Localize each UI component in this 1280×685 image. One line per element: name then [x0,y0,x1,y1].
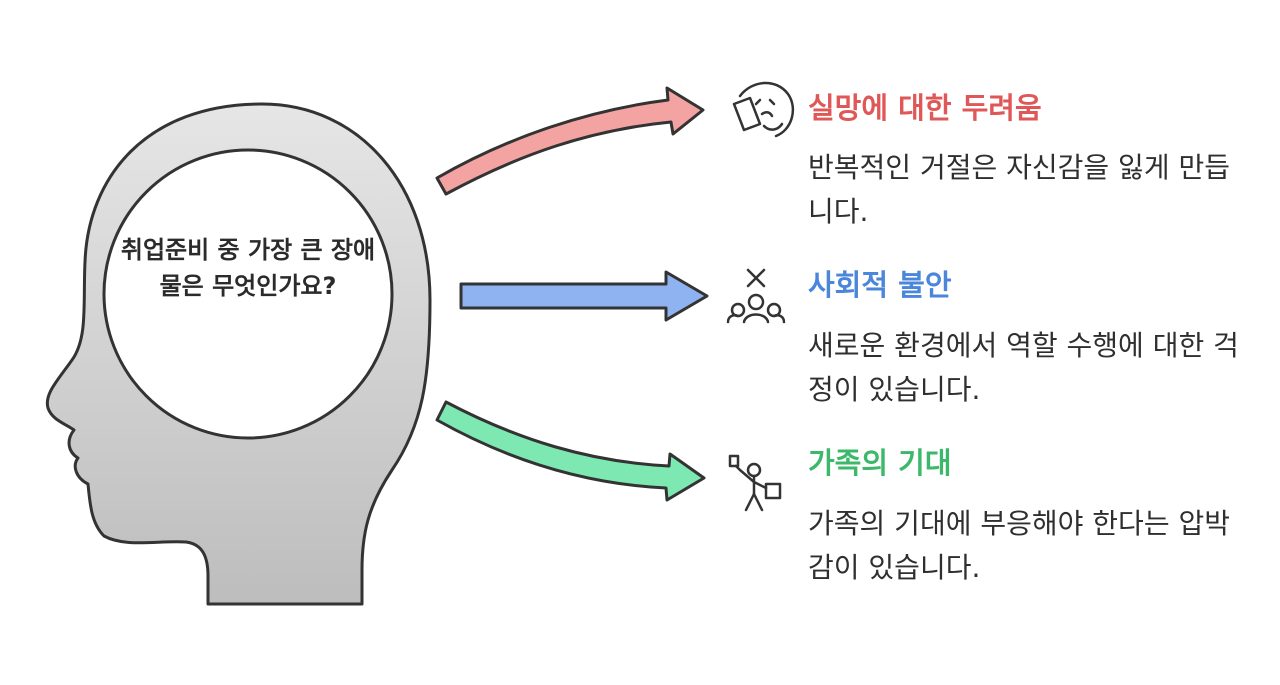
arrow-fear-of-failure [435,86,705,196]
arrow-family-expectation [435,400,706,502]
desc-family-expectation: 가족의 기대에 부응해야 한다는 압박감이 있습니다. [808,507,1231,584]
arrow-social-anxiety [459,270,709,322]
desc-social-anxiety: 새로운 환경에서 역할 수행에 대한 걱정이 있습니다. [808,329,1239,406]
sad-face-icon [732,81,795,138]
desc-fear-of-failure: 반복적인 거절은 자신감을 잃게 만듭니다. [808,151,1231,228]
juggling-person-icon [728,454,782,512]
title-social-anxiety: 사회적 불안 [808,268,952,302]
title-family-expectation: 가족의 기대 [808,446,952,480]
title-fear-of-failure: 실망에 대한 두려움 [808,91,1042,125]
center-question: 취업준비 중 가장 큰 장애물은 무엇인가요? [120,236,376,300]
head-circle [102,148,394,440]
people-group-icon [726,268,786,324]
